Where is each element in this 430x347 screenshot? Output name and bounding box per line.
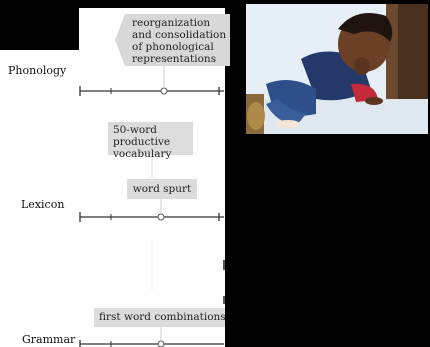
word-spurt-box: word spurt	[127, 179, 197, 199]
phonology-milestone-box	[115, 14, 230, 66]
vocab-milestone-box: 50-word productive vocabulary	[108, 122, 193, 160]
phonology-label: Phonology	[8, 64, 67, 77]
grammar-label: Grammar	[22, 333, 76, 346]
first-combinations-box: first word combinations	[94, 308, 225, 327]
grammar-milestone-marker	[157, 340, 165, 347]
lexicon-label: Lexicon	[21, 198, 65, 211]
lexicon-milestone-marker	[157, 213, 165, 221]
toddler-photo-drawing	[246, 4, 428, 134]
phonology-milestone-text: reorganization and consolidation of phon…	[132, 17, 227, 65]
phonology-milestone-marker	[160, 87, 168, 95]
toddler-photo	[246, 4, 428, 134]
